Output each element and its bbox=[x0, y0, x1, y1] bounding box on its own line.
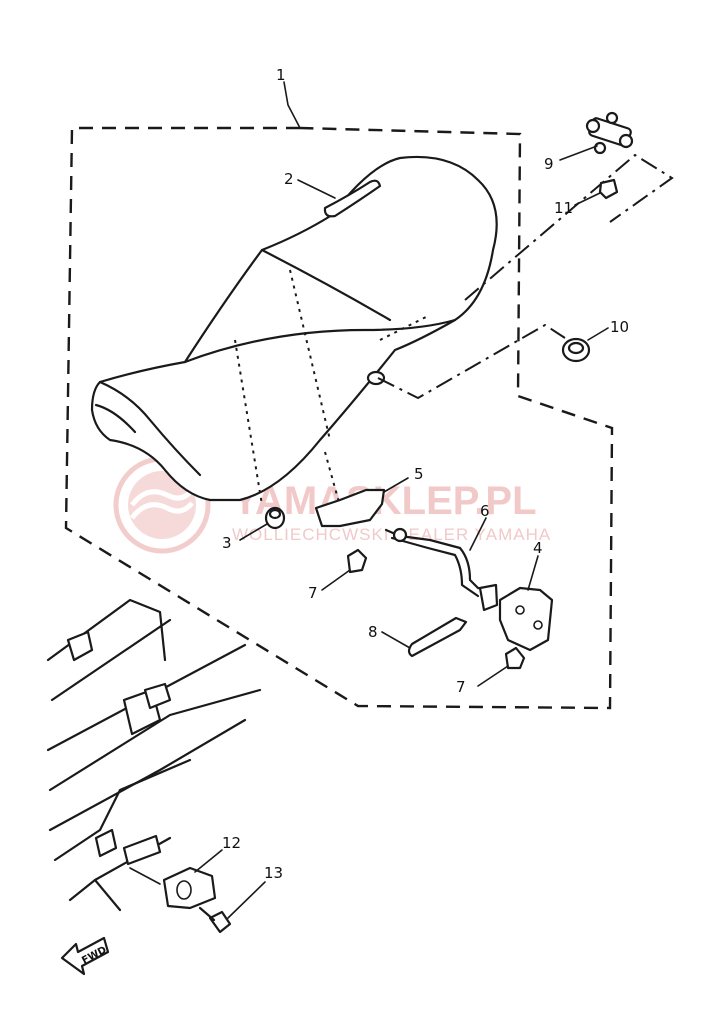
callout-13: 13 bbox=[264, 864, 283, 882]
leader-3 bbox=[239, 523, 268, 541]
bracket-5 bbox=[314, 488, 386, 528]
lock-line bbox=[464, 153, 674, 301]
seat-rear-hump bbox=[183, 318, 457, 364]
bracket-line bbox=[324, 451, 341, 507]
leader-10 bbox=[587, 327, 609, 341]
leader-5 bbox=[383, 477, 409, 493]
rod-8 bbox=[407, 616, 468, 658]
damper-3 bbox=[264, 506, 286, 530]
callout-12: 12 bbox=[222, 834, 241, 852]
callout-2: 2 bbox=[284, 170, 294, 188]
seat-inner-lip bbox=[94, 403, 137, 434]
assembly-boundary bbox=[64, 126, 614, 710]
nut-7-upper bbox=[346, 548, 368, 574]
callout-5: 5 bbox=[414, 465, 424, 483]
callout-10: 10 bbox=[610, 318, 629, 336]
seat-hidden-edge-2 bbox=[289, 269, 331, 441]
cable-end bbox=[392, 527, 408, 543]
leader-4 bbox=[527, 555, 539, 591]
fwd-arrow-icon: FWD bbox=[60, 936, 110, 976]
leader-2 bbox=[297, 179, 336, 199]
hinge-line bbox=[129, 867, 161, 885]
seat-hook bbox=[366, 370, 386, 386]
damper-10 bbox=[561, 337, 591, 363]
lock-connector bbox=[585, 111, 634, 155]
seat-assembly bbox=[90, 155, 498, 506]
bolt-13 bbox=[208, 910, 232, 934]
cable-clip bbox=[478, 583, 499, 612]
callout-11: 11 bbox=[554, 199, 573, 217]
seat-body bbox=[90, 155, 498, 502]
lock-plate-hole-2 bbox=[533, 620, 543, 630]
callout-1: 1 bbox=[276, 66, 286, 84]
bolt-13-shaft bbox=[198, 906, 216, 922]
leader-12 bbox=[194, 849, 223, 873]
seat-hidden-edge-3 bbox=[379, 314, 431, 341]
frame bbox=[46, 598, 262, 912]
callout-8: 8 bbox=[368, 623, 378, 641]
leader-8 bbox=[381, 631, 411, 649]
leader-9 bbox=[559, 145, 598, 161]
damper-line bbox=[377, 323, 566, 400]
watermark-subtitle: WOLLIECHCWSKI DEALER YAMAHA bbox=[232, 525, 551, 544]
cable-6-b bbox=[390, 536, 480, 598]
callout-4: 4 bbox=[533, 539, 543, 557]
seat-side-line bbox=[260, 248, 392, 322]
lock-plate-4 bbox=[498, 586, 554, 652]
callout-3: 3 bbox=[222, 534, 232, 552]
callout-7-upper: 7 bbox=[308, 584, 318, 602]
nut-7-lower bbox=[504, 646, 526, 670]
hinge-hole bbox=[176, 880, 192, 900]
callout-7-lower: 7 bbox=[456, 678, 466, 696]
leader-7-lower bbox=[477, 665, 509, 687]
leader-1 bbox=[283, 81, 301, 129]
seat-front-lip bbox=[98, 380, 202, 477]
leader-13 bbox=[227, 881, 266, 919]
leader-7-upper bbox=[321, 569, 351, 591]
seat-strap bbox=[323, 179, 382, 218]
hinge-12 bbox=[162, 866, 217, 910]
nut-11 bbox=[598, 178, 619, 200]
lock-plate-hole bbox=[515, 605, 525, 615]
cable-6 bbox=[384, 528, 492, 592]
leader-6 bbox=[469, 517, 487, 551]
callout-9: 9 bbox=[544, 155, 554, 173]
callout-6: 6 bbox=[480, 502, 490, 520]
leader-11 bbox=[574, 192, 601, 206]
